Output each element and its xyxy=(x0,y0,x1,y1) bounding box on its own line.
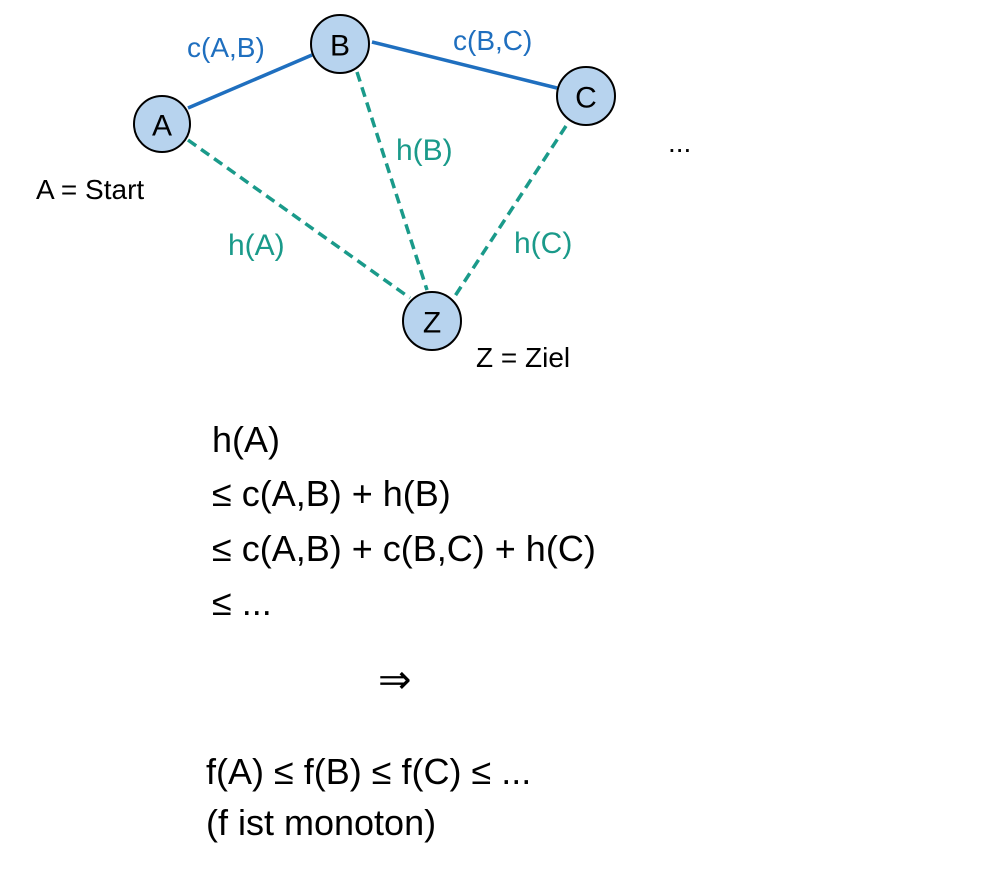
cost-label-b-c: c(B,C) xyxy=(453,25,532,56)
node-c: C xyxy=(556,66,616,126)
node-c-label: C xyxy=(575,82,597,115)
node-b-label: B xyxy=(330,30,350,63)
cost-label-a-b: c(A,B) xyxy=(187,32,265,63)
heuristic-edge-c-z xyxy=(453,125,568,297)
monotonic-note: (f ist monoton) xyxy=(206,802,437,843)
derivation-line-4: ≤ ... xyxy=(212,582,272,623)
start-label: A = Start xyxy=(36,174,144,205)
node-z: Z xyxy=(402,291,462,351)
implies-arrow: ⇒ xyxy=(378,658,412,702)
heuristic-edge-a-z xyxy=(186,138,412,300)
node-b: B xyxy=(310,14,370,74)
node-a: A xyxy=(133,95,191,153)
graph-ellipsis: ... xyxy=(668,127,691,158)
node-z-label: Z xyxy=(423,307,441,340)
heuristic-label-c: h(C) xyxy=(514,227,572,260)
goal-label: Z = Ziel xyxy=(476,342,570,373)
derivation-line-2: ≤ c(A,B) + h(B) xyxy=(212,473,451,514)
heuristic-label-b: h(B) xyxy=(396,134,453,167)
derivation-line-1: h(A) xyxy=(212,419,281,460)
edge-b-c xyxy=(371,40,558,90)
edge-a-b xyxy=(187,53,313,110)
heuristic-label-a: h(A) xyxy=(228,229,285,262)
node-a-label: A xyxy=(152,110,172,143)
conclusion: f(A) ≤ f(B) ≤ f(C) ≤ ... xyxy=(206,751,532,792)
derivation-line-3: ≤ c(A,B) + c(B,C) + h(C) xyxy=(212,528,596,569)
heuristic-edge-b-z xyxy=(355,71,429,291)
